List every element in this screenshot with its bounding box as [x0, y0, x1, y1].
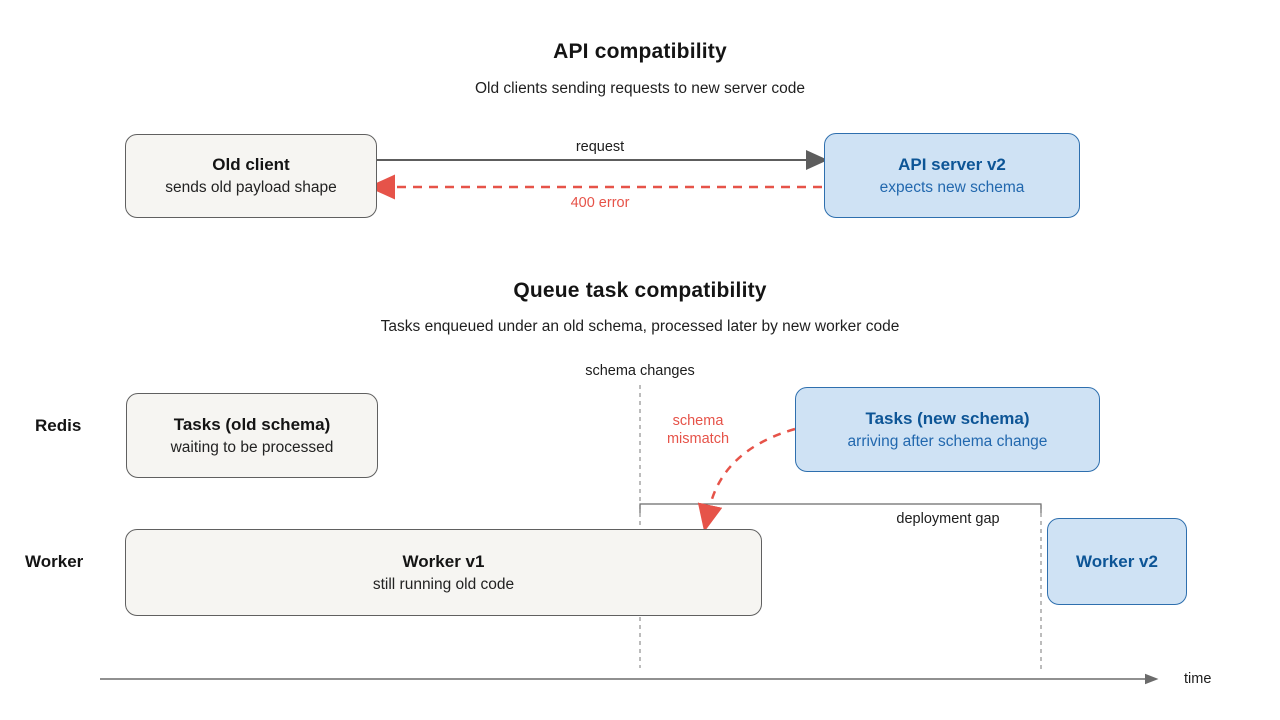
tasks-old-box: Tasks (old schema) waiting to be process… — [126, 393, 378, 478]
old-client-box: Old client sends old payload shape — [125, 134, 377, 218]
tasks-old-title: Tasks (old schema) — [173, 414, 331, 434]
tasks-new-title: Tasks (new schema) — [865, 408, 1030, 428]
worker-v1-subtitle: still running old code — [372, 575, 515, 593]
api-server-box: API server v2 expects new schema — [824, 133, 1080, 218]
tasks-new-subtitle: arriving after schema change — [847, 432, 1048, 450]
api-section-subtitle: Old clients sending requests to new serv… — [475, 80, 805, 97]
old-client-subtitle: sends old payload shape — [165, 179, 337, 197]
schema-mismatch-label: schema mismatch — [666, 413, 730, 448]
worker-v2-title: Worker v2 — [1076, 551, 1158, 571]
api-section-title: API compatibility — [553, 40, 727, 63]
time-label: time — [1184, 671, 1212, 687]
deployment-gap-label: deployment gap — [896, 511, 1000, 527]
old-client-title: Old client — [212, 155, 290, 175]
error-label: 400 error — [570, 195, 630, 211]
schema-changes-label: schema changes — [585, 363, 695, 379]
worker-lane-label: Worker — [25, 552, 84, 571]
queue-section-title: Queue task compatibility — [513, 279, 767, 302]
api-server-subtitle: expects new schema — [879, 178, 1025, 196]
queue-section-subtitle: Tasks enqueued under an old schema, proc… — [380, 318, 900, 335]
api-server-title: API server v2 — [898, 154, 1006, 174]
tasks-new-box: Tasks (new schema) arriving after schema… — [795, 387, 1100, 472]
worker-v1-title: Worker v1 — [402, 551, 485, 571]
tasks-old-subtitle: waiting to be processed — [170, 438, 334, 456]
worker-v2-box: Worker v2 — [1047, 518, 1187, 605]
redis-lane-label: Redis — [35, 416, 82, 435]
worker-v1-box: Worker v1 still running old code — [125, 529, 762, 616]
request-label: request — [575, 139, 625, 155]
